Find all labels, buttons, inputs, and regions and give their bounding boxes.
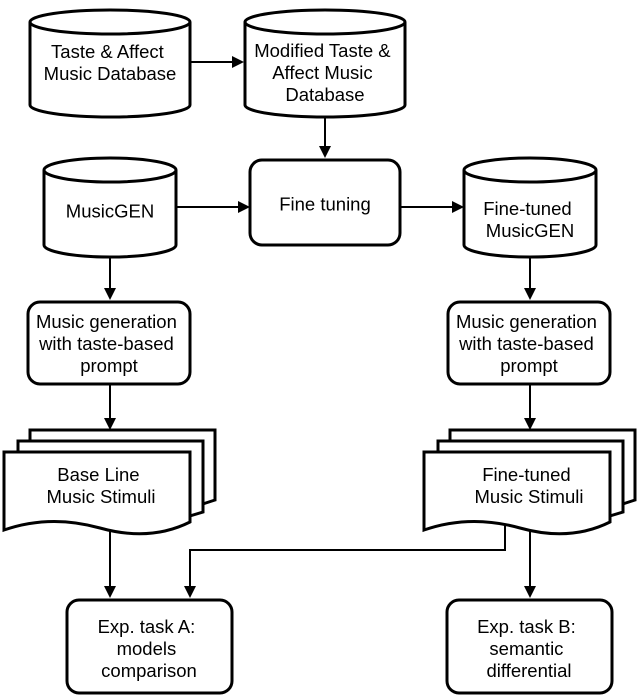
node-musicgen-label: MusicGEN xyxy=(66,201,154,222)
label-line: Exp. task A: xyxy=(98,616,196,637)
edge-generation-right-to-stimuli-right xyxy=(524,384,536,430)
label-line: Music Stimuli xyxy=(475,486,584,507)
label-line: differential xyxy=(486,660,571,681)
edge-stimuli-left-to-task-a xyxy=(104,524,116,598)
node-finetuned-musicgen-label: Fine-tuned MusicGEN xyxy=(483,198,577,241)
label-line: with taste-based xyxy=(458,333,594,354)
edge-finetuned-musicgen-to-generation-right xyxy=(524,258,536,300)
node-generation-right: Music generation with taste-based prompt xyxy=(446,300,612,386)
label-line: Music Stimuli xyxy=(47,486,156,507)
node-task-a-label: Exp. task A: models comparison xyxy=(98,616,201,681)
node-stimuli-left: Base Line Music Stimuli xyxy=(2,428,217,536)
node-modified-db: Modified Taste & Affect Music Database xyxy=(243,8,407,119)
node-stimuli-left-label: Base Line Music Stimuli xyxy=(47,464,156,507)
label-line: Base Line xyxy=(57,464,139,485)
label-line: Database xyxy=(285,84,364,105)
node-fine-tuning: Fine tuning xyxy=(248,158,402,247)
label-line: Affect Music xyxy=(272,62,372,83)
label-line: prompt xyxy=(500,355,558,376)
node-stimuli-right-label: Fine-tuned Music Stimuli xyxy=(475,464,584,507)
node-fine-tuning-label: Fine tuning xyxy=(279,194,371,215)
label-line: Music Database xyxy=(44,63,177,84)
label-line: comparison xyxy=(101,660,197,681)
node-taste-affect-db-label: Taste & Affect Music Database xyxy=(44,41,177,84)
edge-fine-tuning-to-finetuned-musicgen xyxy=(400,201,464,213)
node-task-b-label: Exp. task B: semantic differential xyxy=(477,616,581,681)
node-generation-right-label: Music generation with taste-based prompt xyxy=(456,311,602,376)
edge-taste-db-to-modified-db xyxy=(190,56,244,68)
label-line: with taste-based xyxy=(38,333,174,354)
node-modified-db-label: Modified Taste & Affect Music Database xyxy=(254,40,396,105)
edges xyxy=(104,56,536,598)
node-generation-left: Music generation with taste-based prompt xyxy=(26,300,192,386)
edge-stimuli-right-to-task-b xyxy=(524,524,536,598)
label-line: Fine-tuned xyxy=(482,464,570,485)
label-line: Fine-tuned xyxy=(483,198,571,219)
node-taste-affect-db: Taste & Affect Music Database xyxy=(28,8,192,119)
edge-modified-db-to-fine-tuning xyxy=(319,114,331,158)
node-musicgen: MusicGEN xyxy=(42,156,178,259)
edge-musicgen-to-generation-left xyxy=(104,258,116,300)
edge-stimuli-right-to-task-a xyxy=(184,524,506,598)
label-line: Music generation xyxy=(36,311,177,332)
node-stimuli-right: Fine-tuned Music Stimuli xyxy=(422,428,637,536)
node-task-b: Exp. task B: semantic differential xyxy=(445,598,614,695)
label-line: Music generation xyxy=(456,311,597,332)
label-line: semantic xyxy=(489,638,563,659)
label-line: Modified Taste & xyxy=(254,40,391,61)
edge-generation-left-to-stimuli-left xyxy=(104,384,116,430)
label-line: prompt xyxy=(80,355,138,376)
node-generation-left-label: Music generation with taste-based prompt xyxy=(36,311,182,376)
label-line: models xyxy=(117,638,177,659)
node-task-a: Exp. task A: models comparison xyxy=(65,598,234,695)
label-line: MusicGEN xyxy=(486,220,574,241)
label-line: Exp. task B: xyxy=(477,616,576,637)
edge-musicgen-to-fine-tuning xyxy=(176,201,250,213)
label-line: Taste & Affect xyxy=(51,41,164,62)
node-finetuned-musicgen: Fine-tuned MusicGEN xyxy=(462,156,598,259)
